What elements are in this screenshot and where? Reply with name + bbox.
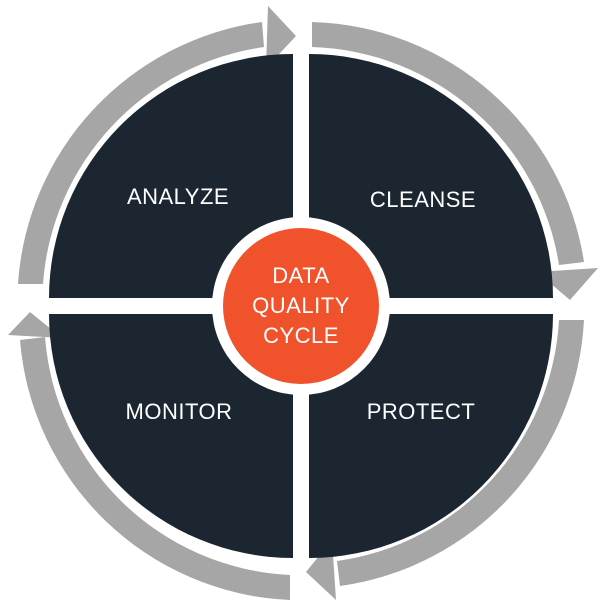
quadrant-monitor xyxy=(49,314,293,558)
arrow-protect-to-monitor-arc xyxy=(20,337,290,600)
stage-label-analyze: ANALYZE xyxy=(127,184,229,209)
center-title-line-2: QUALITY xyxy=(252,293,350,318)
arrow-monitor-to-analyze-arc xyxy=(18,22,264,284)
arrow-head-top xyxy=(266,6,296,68)
center-title-line-3: CYCLE xyxy=(263,323,339,348)
quadrant-analyze xyxy=(49,54,293,298)
stage-label-protect: PROTECT xyxy=(367,399,476,424)
arrow-head-left xyxy=(8,312,62,338)
cycle-arrows xyxy=(8,6,598,600)
arrow-head-right xyxy=(537,268,598,300)
quadrants xyxy=(49,54,553,558)
stage-label-cleanse: CLEANSE xyxy=(370,187,476,212)
arrow-cleanse-to-protect-arc xyxy=(337,320,584,586)
quadrant-protect xyxy=(309,314,553,558)
quadrant-cleanse xyxy=(309,54,553,298)
center-circle xyxy=(223,228,379,384)
center-title-line-1: DATA xyxy=(272,263,329,288)
stage-label-monitor: MONITOR xyxy=(126,399,233,424)
arrow-analyze-to-cleanse-arc xyxy=(312,22,584,265)
